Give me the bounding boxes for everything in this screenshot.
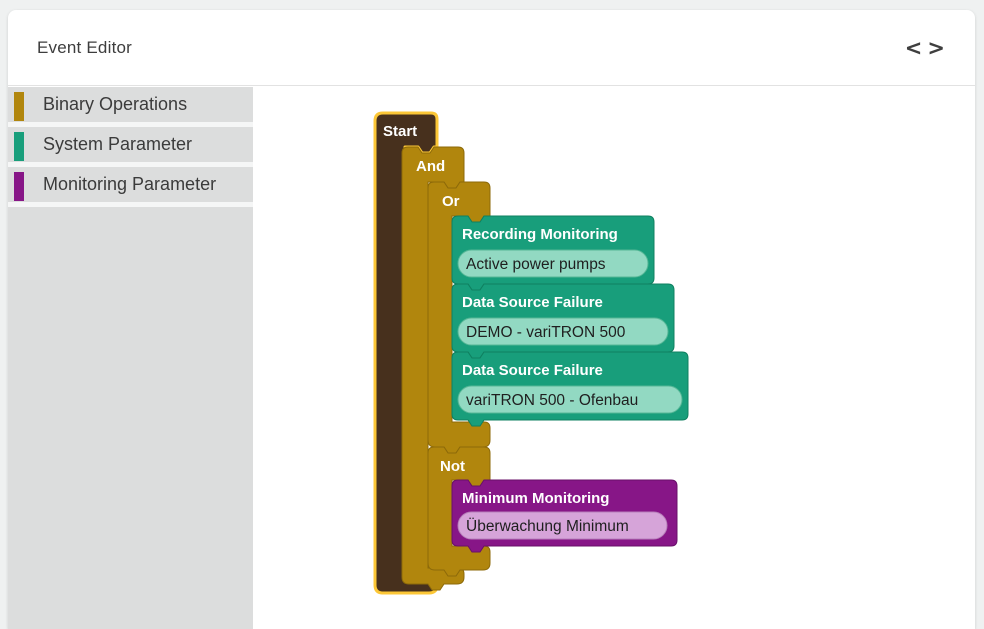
dropdown-field-value: Active power pumps (466, 256, 606, 273)
block-data-source-failure-1[interactable]: Data Source Failure DEMO - variTRON 500 (451, 283, 675, 359)
block-type-label: Recording Monitoring (462, 226, 618, 243)
dropdown-field-value: Überwachung Minimum (466, 517, 629, 535)
block-minimum-monitoring[interactable]: Minimum Monitoring Überwachung Minimum (451, 479, 678, 553)
block-or[interactable]: Or (427, 181, 491, 454)
chevron-right-icon: > (927, 35, 945, 60)
dropdown-field[interactable] (457, 385, 683, 414)
block-toolbox: Binary Operations System Parameter Monit… (8, 87, 253, 629)
category-label: Binary Operations (43, 94, 188, 114)
card-header: Event Editor < > (8, 10, 975, 86)
block-and[interactable]: And (401, 146, 465, 591)
block-type-label: Data Source Failure (462, 362, 603, 379)
editor-content: Binary Operations System Parameter Monit… (8, 87, 975, 629)
dropdown-field-value: DEMO - variTRON 500 (466, 324, 626, 341)
category-color-swatch (14, 92, 24, 121)
block-not-label: Not (440, 458, 465, 475)
block-recording-monitoring[interactable]: Recording Monitoring Active power pumps (451, 215, 655, 291)
category-color-swatch (14, 132, 24, 161)
category-label: Monitoring Parameter (43, 174, 217, 194)
dropdown-field[interactable] (457, 511, 668, 540)
block-and-label: And (416, 158, 445, 175)
toolbox-category-system-parameter[interactable]: System Parameter (8, 127, 253, 167)
code-view-button[interactable]: < > (905, 36, 945, 60)
block-start-label: Start (383, 123, 417, 140)
block-type-label: Data Source Failure (462, 294, 603, 311)
block-not[interactable]: Not (427, 446, 491, 577)
page-title: Event Editor (37, 37, 133, 57)
dropdown-field[interactable] (457, 317, 669, 346)
category-label: System Parameter (43, 134, 193, 154)
blockly-canvas: Start And Or Not (373, 111, 689, 595)
block-type-label: Minimum Monitoring (462, 490, 609, 507)
block-workspace[interactable]: Start And Or Not (253, 87, 975, 629)
chevron-left-icon: < (904, 35, 923, 60)
event-editor-card: Event Editor < > Binary Operations Syste… (8, 10, 975, 629)
category-color-swatch (14, 172, 24, 201)
toolbox-category-monitoring-parameter[interactable]: Monitoring Parameter (8, 167, 253, 207)
block-or-label: Or (442, 193, 460, 210)
dropdown-field-value: variTRON 500 - Ofenbau (466, 392, 638, 409)
block-data-source-failure-2[interactable]: Data Source Failure variTRON 500 - Ofenb… (451, 351, 689, 427)
toolbox-category-binary-operations[interactable]: Binary Operations (8, 87, 253, 127)
dropdown-field[interactable] (457, 249, 649, 278)
